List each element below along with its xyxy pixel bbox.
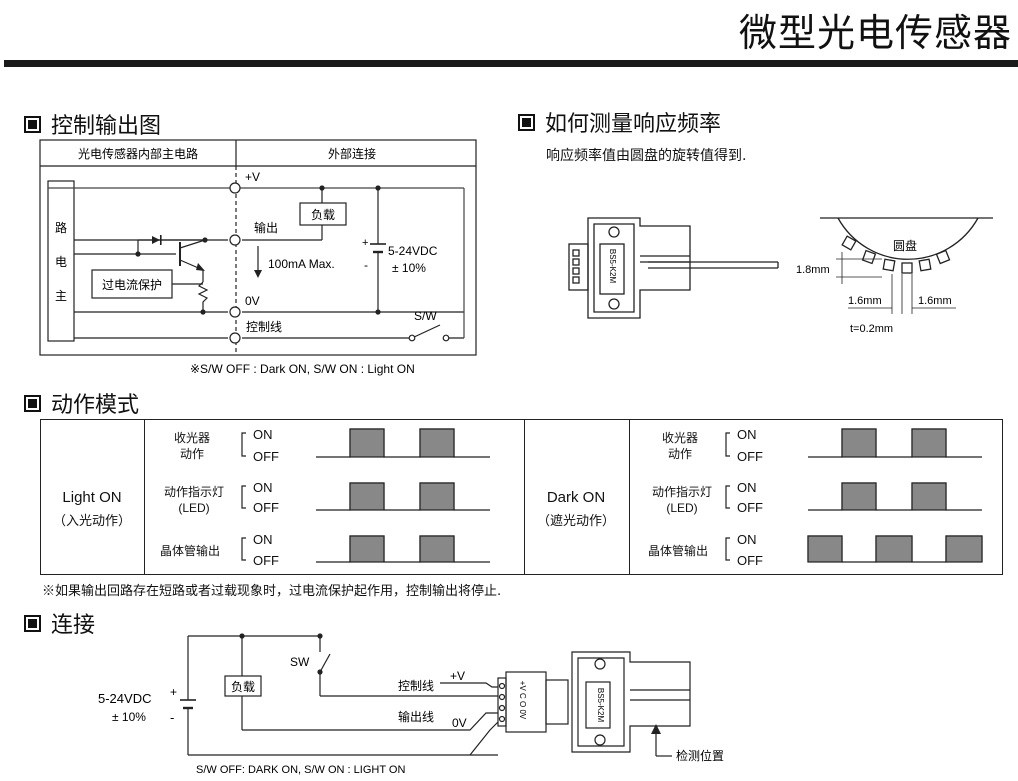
- section-title: 如何测量响应频率: [545, 112, 722, 137]
- conn-zero-v: 0V: [452, 716, 467, 730]
- response-description: 响应频率值由圆盘的旋转值得到.: [546, 148, 747, 164]
- conn-output-line: 输出线: [398, 709, 434, 724]
- section-title: 动作模式: [51, 393, 140, 418]
- dim-gap: 1.8mm: [796, 264, 830, 276]
- disk-arc: [837, 217, 979, 260]
- conn-plus-v: +V: [450, 669, 465, 683]
- col-left-label: 光电传感器内部主电路: [78, 146, 198, 161]
- conn-supply-minus: -: [170, 710, 174, 725]
- on-label: ON: [253, 480, 273, 495]
- square-bullet-icon: [518, 113, 535, 131]
- sensor-model-label: BS5-K2M: [608, 249, 617, 284]
- on-label: ON: [253, 532, 273, 547]
- zero-v-label: 0V: [245, 294, 260, 308]
- detect-position-label: 检测位置: [676, 748, 724, 763]
- off-label: OFF: [737, 449, 763, 464]
- square-bullet-icon: [24, 115, 41, 133]
- square-bullet-icon: [24, 394, 41, 412]
- main-circuit-char-1: 主: [55, 289, 67, 303]
- light-on-label: Light ON: [62, 489, 122, 506]
- diagram-frame: [39, 139, 477, 356]
- conn-control-line: 控制线: [398, 679, 434, 693]
- overcurrent-label: 过电流保护: [102, 278, 162, 292]
- max-current-label: 100mA Max.: [268, 257, 335, 271]
- row-led-label: 动作指示灯(LED): [163, 485, 224, 515]
- load-box: [299, 202, 347, 226]
- square-bullet-icon: [24, 614, 41, 632]
- on-label: ON: [253, 427, 273, 442]
- main-circuit-char-3: 路: [55, 220, 67, 235]
- section-connection: 连接: [24, 607, 95, 639]
- supply-plus: +: [362, 237, 368, 249]
- control-line-label: 控制线: [246, 320, 282, 334]
- dark-on-cn: （遮光动作）: [536, 514, 615, 529]
- operation-mode-table: [40, 419, 1003, 575]
- dim-w2: 1.6mm: [918, 295, 952, 307]
- section-operation-mode: 动作模式: [24, 387, 139, 419]
- sensor-model-label: BS5-K2M: [596, 688, 605, 723]
- page-title: 微型光电传感器: [738, 11, 1012, 55]
- conn-supply-tolerance: ± 10%: [112, 710, 146, 724]
- main-circuit-box: [47, 180, 75, 342]
- section-response: 如何测量响应频率: [518, 106, 721, 138]
- thickness-label: t=0.2mm: [850, 323, 893, 335]
- off-label: OFF: [737, 500, 763, 515]
- on-label: ON: [737, 532, 757, 547]
- main-circuit-char-2: 电: [55, 255, 67, 269]
- disk-label: 圆盘: [893, 238, 917, 253]
- header-rule: [4, 60, 1018, 67]
- col-right-label: 外部连接: [328, 146, 376, 161]
- supply-minus: -: [364, 258, 368, 272]
- on-label: ON: [737, 480, 757, 495]
- connector-pins: +V C O 0V: [518, 681, 527, 720]
- plus-v-label: +V: [245, 170, 260, 184]
- dark-on-cell: Dark ON （遮光动作）: [524, 489, 628, 529]
- off-label: OFF: [737, 553, 763, 568]
- row-transistor-label-dark: 晶体管输出: [648, 544, 709, 558]
- row-led-label-dark: 动作指示灯(LED): [651, 485, 712, 515]
- output-label: 输出: [254, 220, 278, 235]
- light-on-cn: （入光动作）: [52, 514, 131, 529]
- row-receiver-label-dark: 收光器动作: [661, 431, 698, 461]
- conn-load-label: 负载: [231, 680, 255, 694]
- section-control-output: 控制输出图: [24, 108, 161, 140]
- supply-tolerance: ± 10%: [392, 261, 426, 275]
- light-on-cell: Light ON （入光动作）: [40, 489, 144, 529]
- conn-supply-plus: +: [170, 685, 177, 699]
- sw-label: S/W: [414, 309, 437, 323]
- off-label: OFF: [253, 553, 279, 568]
- dark-on-label: Dark ON: [546, 489, 606, 506]
- off-label: OFF: [253, 500, 279, 515]
- mode-note: ※如果输出回路存在短路或者过载现象时，过电流保护起作用，控制输出将停止.: [42, 584, 502, 599]
- conn-sw-label: SW: [290, 655, 310, 669]
- row-receiver-label: 收光器动作: [173, 431, 210, 461]
- load-label: 负载: [311, 208, 335, 222]
- sensor-body: [587, 217, 691, 319]
- dim-w1: 1.6mm: [848, 295, 882, 307]
- section-title: 连接: [51, 613, 96, 638]
- row-transistor-label: 晶体管输出: [160, 544, 221, 558]
- supply-voltage: 5-24VDC: [388, 244, 438, 258]
- conn-note: S/W OFF: DARK ON, S/W ON : LIGHT ON: [196, 764, 405, 776]
- conn-supply-voltage: 5-24VDC: [98, 691, 151, 706]
- on-label: ON: [737, 427, 757, 442]
- section-title: 控制输出图: [51, 114, 162, 139]
- off-label: OFF: [253, 449, 279, 464]
- control-note: ※S/W OFF : Dark ON, S/W ON : Light ON: [190, 362, 415, 376]
